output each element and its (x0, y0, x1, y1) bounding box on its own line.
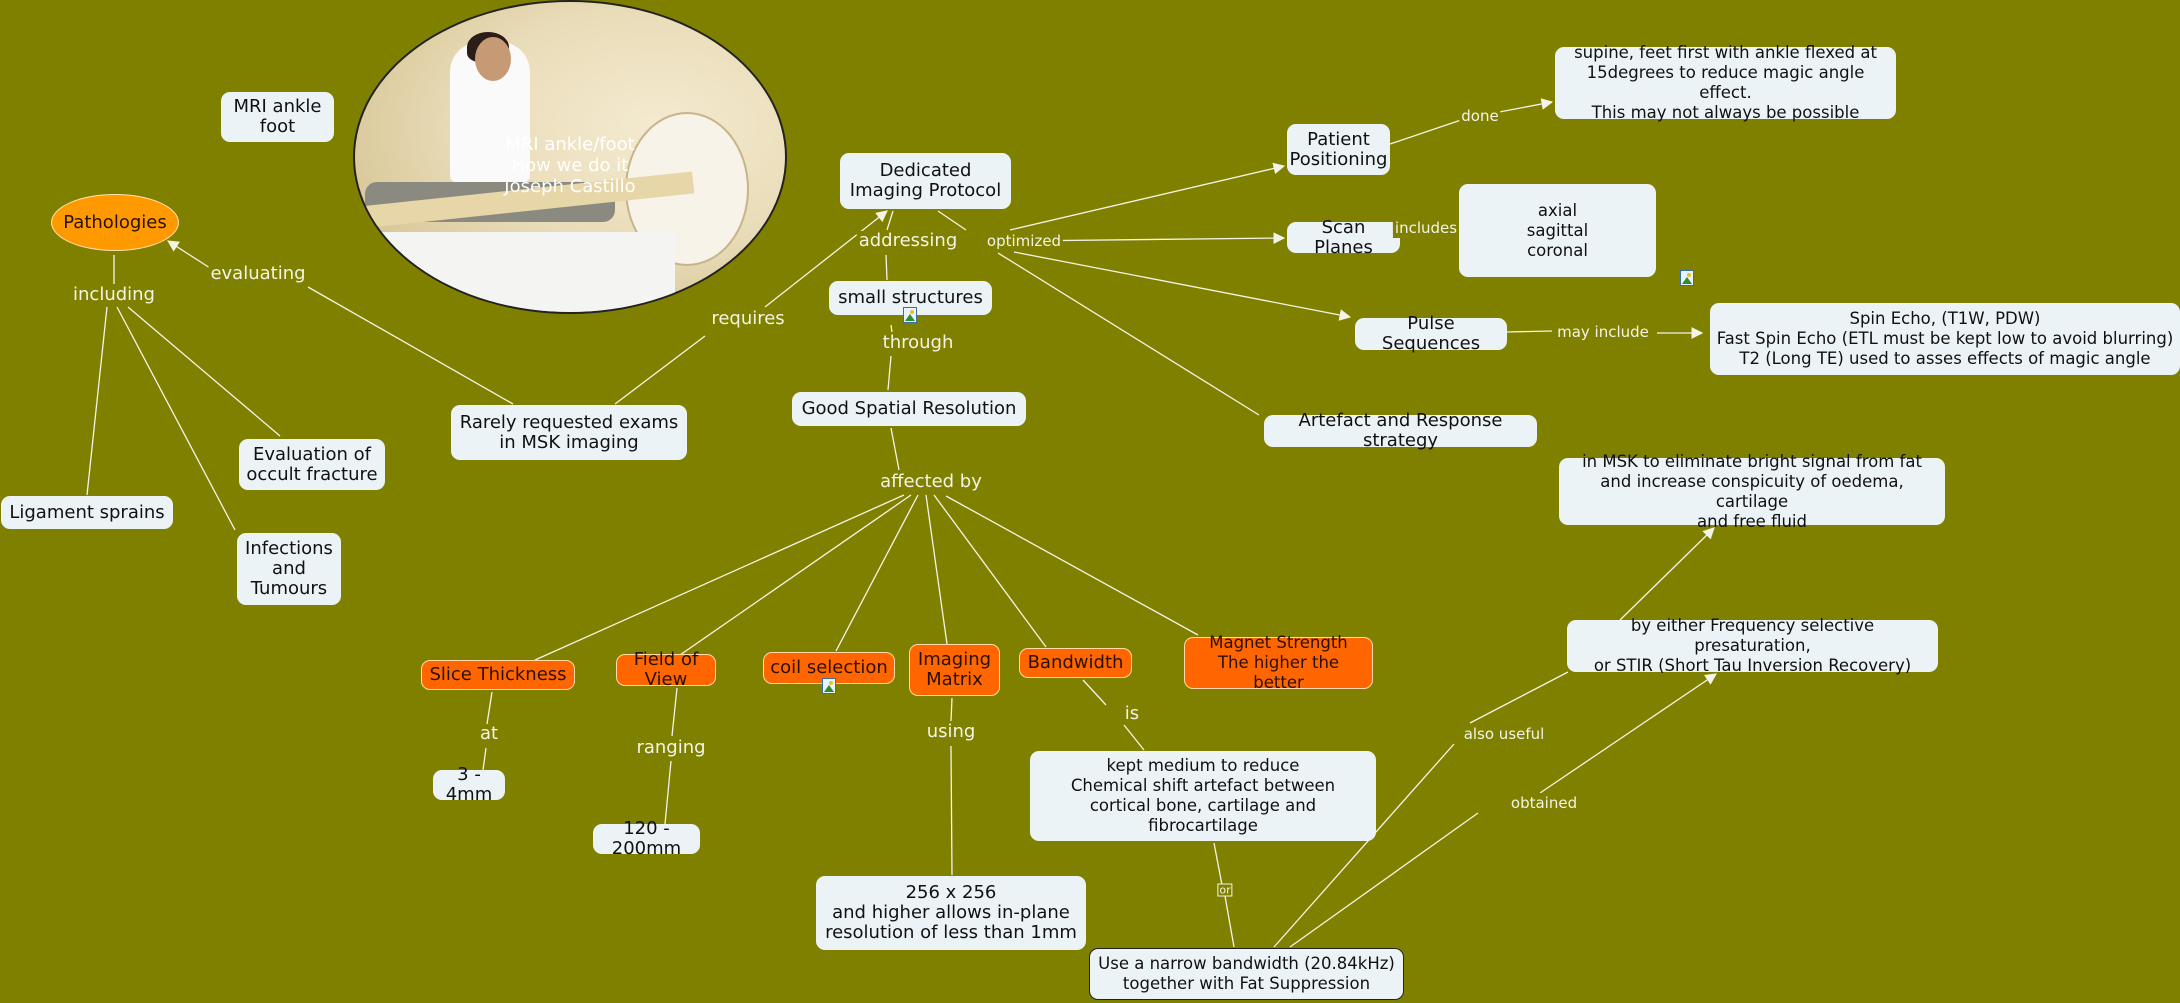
edge-rarely-evaluating (307, 286, 514, 405)
positioning-detail-node[interactable]: supine, feet first with ankle flexed at … (1555, 43, 1896, 122)
field-of-view-node[interactable]: Field of View (616, 650, 716, 690)
edge-narrow-obtained (1289, 812, 1479, 948)
occult-fracture-node[interactable]: Evaluation of occult fracture (239, 439, 385, 490)
edge-addressing-small (885, 254, 888, 281)
edge-bandwidth-is (1082, 679, 1107, 706)
link-done: done (1459, 106, 1501, 126)
link-may-include: may include (1555, 322, 1651, 342)
pulse-sequences-node[interactable]: Pulse Sequences (1355, 314, 1507, 354)
edge-alsouseful-fatmethods (1469, 671, 1569, 724)
slice-value-node[interactable]: 3 - 4mm (433, 765, 505, 805)
narrow-bandwidth-node[interactable]: Use a narrow bandwidth (20.84kHz) togeth… (1089, 948, 1404, 1000)
edge-pulse-mayinclude (1505, 330, 1553, 333)
edge-through-spatial (887, 355, 892, 391)
bandwidth-node[interactable]: Bandwidth (1019, 648, 1132, 678)
edge-rarely-requires (614, 335, 706, 405)
sequences-list-node[interactable]: Spin Echo, (T1W, PDW) Fast Spin Echo (ET… (1710, 303, 2180, 375)
imaging-matrix-node[interactable]: Imaging Matrix (909, 644, 1000, 696)
edge-affected-bandwidth (933, 494, 1047, 648)
scanner-base (355, 232, 675, 312)
edge-patient-done (1389, 117, 1468, 145)
patient-positioning-node[interactable]: Patient Positioning (1287, 124, 1390, 175)
fov-value-node[interactable]: 120 - 200mm (593, 819, 700, 859)
scan-planes-node[interactable]: Scan Planes (1287, 217, 1400, 257)
link-also-useful: also useful (1461, 724, 1547, 744)
link-requires: requires (709, 308, 787, 329)
edge-at-value (482, 747, 487, 771)
link-addressing: addressing (856, 230, 960, 251)
image-attachment-icon[interactable] (1680, 270, 1694, 286)
magnet-strength-node[interactable]: Magnet Strength The higher the better (1184, 633, 1373, 692)
small-structures-node[interactable]: small structures (829, 281, 992, 315)
edge-including-ligament (86, 306, 108, 496)
fat-suppression-methods-node[interactable]: by either Frequency selective presaturat… (1567, 616, 1938, 675)
mri-photo-node[interactable]: MRI ankle/foot How we do it Joseph Casti… (353, 0, 787, 314)
edge-obtained-fatmethods (1539, 673, 1717, 794)
link-through: through (880, 332, 956, 353)
image-attachment-icon[interactable] (822, 678, 836, 694)
link-or: or (1217, 883, 1233, 897)
matrix-value-node[interactable]: 256 x 256 and higher allows in-plane res… (816, 876, 1086, 950)
link-ranging: ranging (634, 737, 708, 758)
link-includes: includes (1392, 218, 1460, 238)
edge-is-value (1123, 724, 1145, 751)
edge-fov-ranging (671, 687, 678, 737)
link-optimized: optimized (984, 231, 1064, 251)
imaging-protocol-node[interactable]: Dedicated Imaging Protocol (840, 153, 1011, 209)
edge-affected-matrix (925, 494, 948, 645)
rarely-requested-node[interactable]: Rarely requested exams in MSK imaging (451, 405, 687, 460)
edge-value-or (1213, 842, 1223, 886)
edge-protocol-addressing (886, 210, 894, 231)
link-is: is (1122, 703, 1142, 724)
edge-affected-magnet (945, 495, 1199, 636)
edge-protocol-optimized (937, 210, 967, 231)
edge-or-narrow (1224, 895, 1235, 948)
edge-slice-at (486, 691, 493, 725)
edge-affected-slice (534, 494, 905, 661)
edge-done-detail (1493, 98, 1554, 114)
link-evaluating: evaluating (208, 263, 308, 284)
artefact-strategy-node[interactable]: Artefact and Response strategy (1264, 411, 1537, 451)
technician-head (475, 37, 511, 81)
edge-evaluating-pathologies (167, 240, 211, 269)
bandwidth-value-node[interactable]: kept medium to reduce Chemical shift art… (1030, 751, 1376, 841)
edge-spatial-affected (890, 427, 900, 471)
edge-optimized-patient (1009, 162, 1286, 231)
link-obtained: obtained (1508, 793, 1580, 813)
edge-using-value (950, 745, 953, 876)
edge-including-infections (116, 306, 236, 531)
edge-matrix-using (950, 697, 953, 722)
spatial-resolution-node[interactable]: Good Spatial Resolution (792, 392, 1026, 426)
photo-caption: MRI ankle/foot How we do it Joseph Casti… (504, 134, 636, 197)
link-including: including (71, 284, 157, 305)
ligament-sprains-node[interactable]: Ligament sprains (1, 496, 173, 529)
edge-including-fracture (127, 306, 281, 437)
slice-thickness-node[interactable]: Slice Thickness (421, 660, 575, 690)
edge-affected-fov (679, 494, 912, 656)
link-affected-by: affected by (878, 471, 984, 492)
edge-optimized-artefact (997, 252, 1260, 416)
edge-small-through (890, 324, 893, 333)
image-attachment-icon[interactable] (903, 307, 917, 323)
link-using: using (924, 721, 978, 742)
link-at: at (477, 723, 501, 744)
planes-list-node[interactable]: axial sagittal coronal (1459, 184, 1656, 277)
edge-narrow-alsouseful (1273, 743, 1455, 948)
edge-ranging-value (664, 760, 672, 825)
edge-fatmethods-purpose (1619, 527, 1715, 621)
fat-suppression-purpose-node[interactable]: in MSK to eliminate bright signal from f… (1559, 452, 1945, 531)
edge-optimized-pulse (1013, 251, 1352, 321)
coil-selection-node[interactable]: coil selection (763, 652, 895, 684)
edge-requires-protocol (764, 210, 888, 308)
pathologies-node[interactable]: Pathologies (51, 194, 179, 251)
title-node[interactable]: MRI ankle foot (221, 92, 334, 142)
edge-affected-coil (835, 494, 919, 652)
infections-tumours-node[interactable]: Infections and Tumours (237, 533, 341, 605)
